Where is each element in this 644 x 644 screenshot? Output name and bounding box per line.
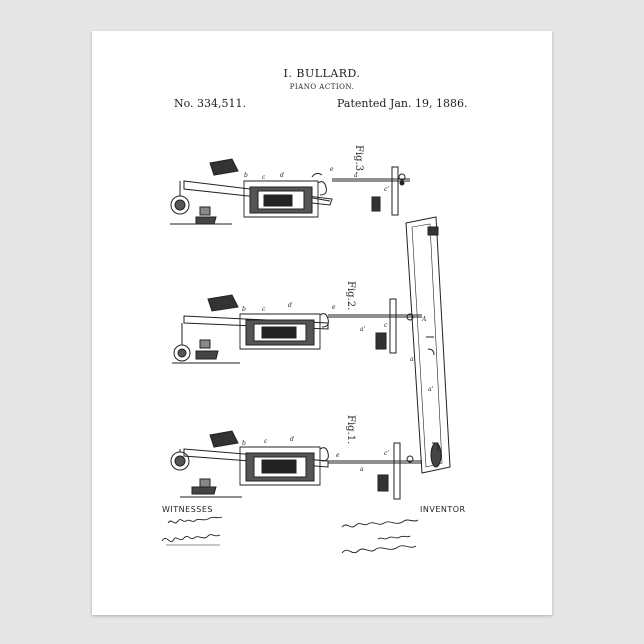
figure-3-drawing (170, 159, 410, 224)
patent-date: Patented Jan. 19, 1886. (337, 97, 467, 110)
svg-text:a': a' (428, 386, 434, 393)
witness-signatures (162, 517, 222, 545)
inventor-label: INVENTOR (420, 505, 466, 514)
svg-text:a: a (410, 356, 414, 363)
inventor-name: I. BULLARD. (92, 67, 552, 80)
witnesses-label: WITNESSES (162, 505, 213, 514)
svg-text:c: c (384, 322, 388, 329)
svg-text:A: A (421, 316, 427, 323)
svg-text:a': a' (360, 326, 366, 333)
svg-text:b: b (244, 172, 248, 179)
inventor-signature (342, 520, 418, 553)
document-title: PIANO ACTION. (92, 83, 552, 91)
svg-text:c: c (262, 174, 266, 181)
svg-text:d: d (290, 436, 294, 443)
patent-number: No. 334,511. (174, 97, 246, 110)
svg-text:b: b (242, 440, 246, 447)
svg-text:a: a (354, 172, 358, 179)
svg-text:b: b (242, 306, 246, 313)
figure-1-drawing (171, 431, 422, 499)
svg-text:c': c' (384, 450, 389, 457)
figure-2-drawing (172, 295, 422, 363)
vertical-lever-drawing (406, 217, 450, 473)
svg-text:d: d (280, 172, 284, 179)
svg-text:c: c (264, 438, 268, 445)
svg-text:c: c (262, 306, 266, 313)
svg-text:c': c' (384, 186, 389, 193)
svg-text:e: e (330, 166, 334, 173)
patent-poster: b c d e a c' b c d e a' c b c d e a c' Aa a' (92, 31, 552, 615)
patent-drawing: b c d e a c' b c d e a' c b c d e a c' Aa a' (92, 31, 552, 615)
svg-text:a: a (360, 466, 364, 473)
svg-text:e: e (332, 304, 336, 311)
svg-text:d: d (288, 302, 292, 309)
svg-text:e: e (336, 452, 340, 459)
